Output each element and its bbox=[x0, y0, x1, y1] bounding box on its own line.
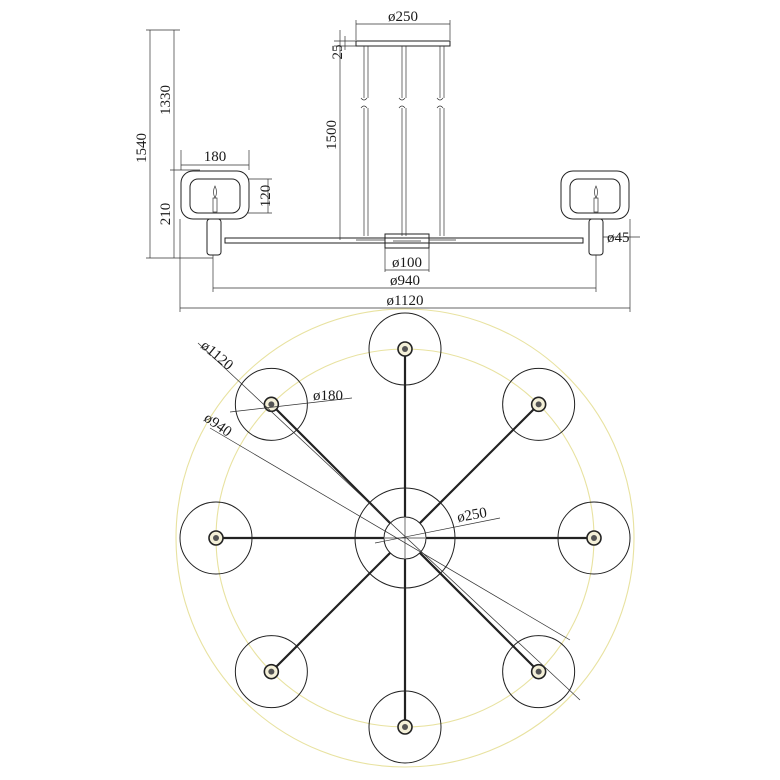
overall-height-label: 1540 bbox=[134, 133, 150, 163]
shade-circle bbox=[368, 312, 442, 386]
socket-diameter-label: ø45 bbox=[607, 230, 630, 246]
side-view: ø250 bbox=[134, 9, 640, 312]
shade-circle bbox=[234, 367, 308, 441]
top-outer-diameter-label: ø1120 bbox=[197, 338, 236, 374]
bulb-dot bbox=[591, 535, 597, 541]
rod-length-label: 1500 bbox=[324, 120, 340, 150]
arm-6 bbox=[270, 552, 391, 673]
arm-height-label: 210 bbox=[158, 203, 174, 226]
bulb-dot bbox=[213, 535, 219, 541]
overall-span-label: ø1120 bbox=[387, 293, 424, 309]
left-lamp-side bbox=[180, 170, 250, 256]
shade-circle bbox=[179, 501, 253, 575]
shade-circle bbox=[368, 690, 442, 764]
max-suspension-label: 1330 bbox=[158, 85, 174, 115]
central-hub bbox=[384, 233, 430, 249]
canopy-diameter-label: ø250 bbox=[388, 9, 418, 25]
lamp-head-6 bbox=[234, 635, 308, 709]
lamp-head-3 bbox=[557, 501, 631, 575]
outer-guide-circle bbox=[175, 308, 635, 768]
bulb-dot bbox=[535, 401, 542, 408]
ceiling-canopy bbox=[355, 40, 451, 47]
bulb-dot bbox=[268, 668, 275, 675]
top-shade-diameter-label: ø180 bbox=[313, 388, 343, 404]
lamp-head-7 bbox=[179, 501, 253, 575]
horizontal-arm bbox=[224, 237, 584, 244]
lamp-head-1 bbox=[368, 312, 442, 386]
inner-span-label: ø940 bbox=[390, 273, 420, 289]
shade-width-label: 180 bbox=[204, 149, 227, 165]
lamp-head-4 bbox=[502, 635, 576, 709]
top-canopy-diameter-label: ø250 bbox=[456, 505, 488, 526]
arm-4 bbox=[419, 552, 540, 673]
canopy-height-label: 25 bbox=[330, 45, 346, 60]
arm-2 bbox=[419, 403, 540, 524]
shade-circle bbox=[502, 635, 576, 709]
shade-circle bbox=[234, 635, 308, 709]
bulb-dot bbox=[268, 401, 275, 408]
shade-circle bbox=[557, 501, 631, 575]
lamp-head-2 bbox=[502, 367, 576, 441]
bulb-dot bbox=[402, 346, 408, 352]
bulb-dot bbox=[535, 668, 542, 675]
lamp-head-5 bbox=[368, 690, 442, 764]
top-inner-diameter-label: ø940 bbox=[201, 410, 235, 440]
bulb-dot bbox=[402, 724, 408, 730]
suspension-rods bbox=[360, 46, 445, 236]
hub-diameter-label: ø100 bbox=[392, 255, 422, 271]
arms bbox=[214, 347, 596, 729]
shade-height-label: 120 bbox=[258, 185, 274, 208]
top-view: ø1120 ø940 ø180 ø250 bbox=[175, 308, 635, 768]
shade-circle bbox=[502, 367, 576, 441]
arm-8 bbox=[270, 403, 391, 524]
lamp-heads bbox=[179, 312, 631, 764]
